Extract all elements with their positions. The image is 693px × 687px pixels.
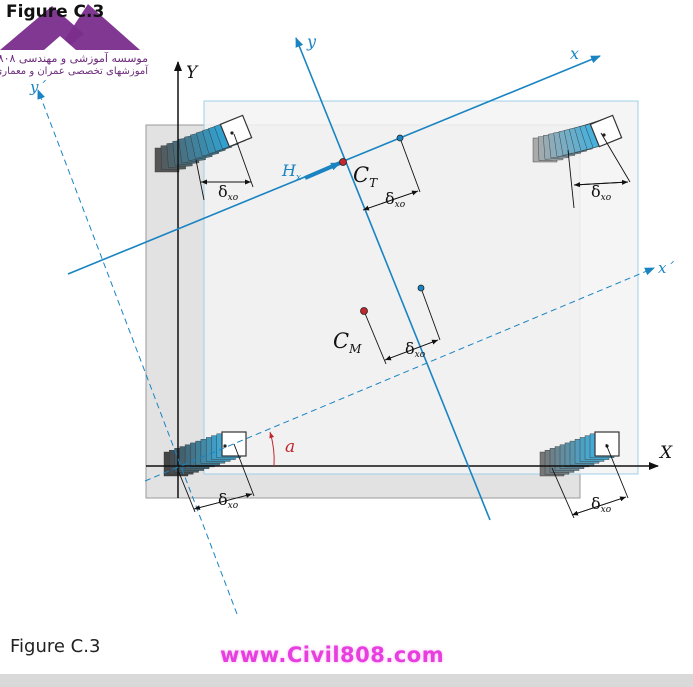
dimension-extension-line (551, 467, 575, 519)
logo-text-line1: موسسه آموزشی و مهندسی ۸۰۸ (0, 52, 148, 65)
column-displaced (594, 431, 620, 457)
eccentricity-dimension-bottom-left (177, 443, 255, 513)
column-stack-bottom-right (539, 431, 620, 477)
eccentricity-dimension-center-mass (363, 287, 441, 365)
dimension-lead-line (605, 443, 629, 499)
dimension-arrow (384, 339, 439, 361)
column-stack-top-left (154, 114, 253, 173)
dimension-extension-line (177, 469, 196, 513)
eccentricity-dimension-bottom-right (551, 443, 629, 519)
dimension-arrow (362, 190, 419, 211)
dimension-lead-line (600, 132, 631, 183)
force-arrow (304, 161, 341, 180)
rotated-y-label: y´ (29, 78, 46, 96)
column-displaced (219, 114, 253, 148)
dimension-extension-line (363, 310, 387, 365)
column-center-dot (230, 131, 234, 135)
center-of-mass-point (360, 307, 368, 315)
dimension-extension-line (567, 149, 575, 209)
column-stack-top-right (532, 114, 623, 163)
eccentricity-dimension-center-twist (362, 137, 421, 211)
delta-label-top-left: δxo (218, 182, 239, 203)
figure-top-title: Figure C.3 (6, 2, 105, 22)
eccentricity-dimension-top-left (195, 133, 254, 201)
column-displaced (221, 431, 247, 457)
dimension-lead-line (420, 287, 441, 341)
delta-label-bottom-right: δxo (591, 494, 612, 515)
dimension-extension-line (195, 159, 205, 201)
dimension-lead-line (233, 443, 255, 497)
center-mass-offset-point (417, 284, 425, 292)
dimension-arrow (193, 493, 253, 510)
center-of-twist-label: CT (353, 163, 378, 190)
local-x-offset-point (396, 134, 404, 142)
column-center-dot (223, 444, 227, 448)
delta-label-center-twist: δxo (385, 189, 406, 210)
global-y-label: Y (186, 63, 199, 83)
logo-text-line2: آموزشهای تخصصی عمران و معماری (0, 66, 148, 77)
bottom-scroll-bar[interactable] (0, 674, 693, 687)
rotated-x-axis (144, 267, 655, 482)
center-of-twist-point (339, 158, 347, 166)
force-label: Hx (281, 161, 301, 183)
rotated-x-label: x´ (658, 259, 674, 277)
global-x-label: X (658, 443, 673, 463)
delta-label-top-right: δxo (591, 182, 612, 203)
local-x-label: x (570, 44, 579, 63)
dimension-arrow (573, 181, 629, 188)
eccentricity-dimension-top-right (567, 132, 631, 209)
column-center-dot (602, 133, 606, 137)
logo-mark (0, 4, 140, 50)
dimension-lead-line (233, 133, 254, 188)
angle-label: a (285, 437, 295, 457)
local-y-label: y (306, 32, 317, 51)
local-y-axis (295, 37, 491, 521)
delta-label-bottom-left: δxo (218, 490, 239, 511)
rotated-y-axis (37, 89, 238, 615)
delta-label-center-mass: δxo (405, 339, 426, 360)
center-of-mass-label: CM (333, 329, 362, 356)
dimension-lead-line (399, 137, 421, 193)
column-displaced (589, 114, 623, 148)
figure-caption: Figure C.3 (10, 636, 101, 657)
watermark-url: www.Civil808.com (220, 643, 445, 667)
angle-arc (269, 431, 275, 467)
dimension-arrow (571, 496, 627, 516)
